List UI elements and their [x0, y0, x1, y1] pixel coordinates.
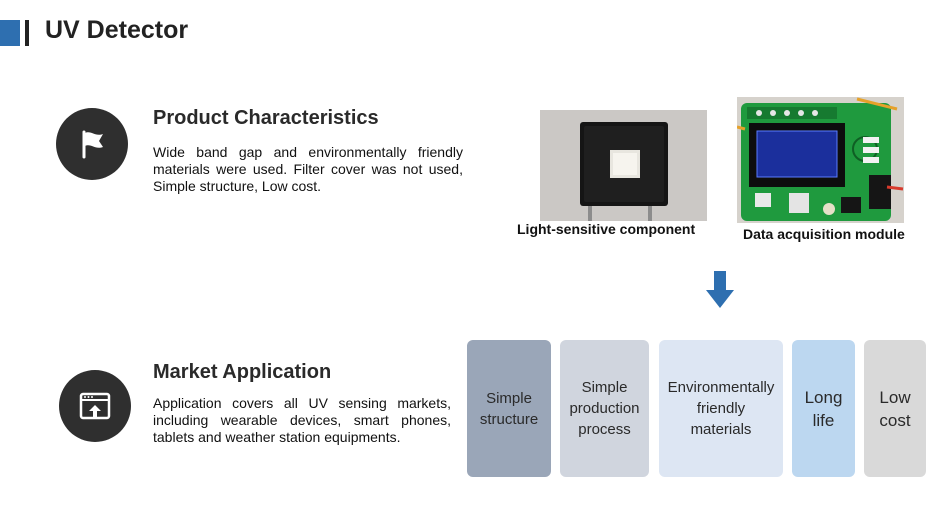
product-characteristics-text: Wide band gap and environmentally friend…: [153, 144, 463, 194]
light-sensitive-component-photo: [540, 110, 707, 221]
feature-label: Simple production process: [569, 379, 640, 438]
down-arrow-icon: [705, 271, 735, 309]
feature-box: Low cost: [864, 340, 926, 477]
feature-box: Environmentally friendly materials: [659, 340, 783, 477]
market-application-text: Application covers all UV sensing market…: [153, 395, 451, 445]
product-characteristics-icon: [56, 108, 128, 180]
feature-label: Environmentally friendly materials: [667, 379, 775, 438]
page-title: UV Detector: [45, 16, 189, 44]
feature-box: Simple production process: [560, 340, 649, 477]
product-characteristics-heading: Product Characteristics: [153, 107, 379, 129]
flag-icon: [82, 130, 103, 159]
upload-window-icon: [79, 392, 111, 420]
feature-box: Long life: [792, 340, 855, 477]
feature-label: Simple structure: [479, 389, 539, 428]
data-acquisition-module-caption: Data acquisition module: [743, 226, 905, 242]
feature-label: Long life: [804, 387, 843, 430]
data-acquisition-module-photo: [737, 97, 904, 223]
market-application-heading: Market Application: [153, 361, 332, 383]
feature-box: Simple structure: [467, 340, 551, 477]
feature-label: Low cost: [879, 387, 911, 430]
title-divider: [25, 20, 29, 46]
market-application-icon: [59, 370, 131, 442]
title-accent-bar: [0, 20, 20, 46]
light-sensitive-component-caption: Light-sensitive component: [517, 221, 696, 237]
